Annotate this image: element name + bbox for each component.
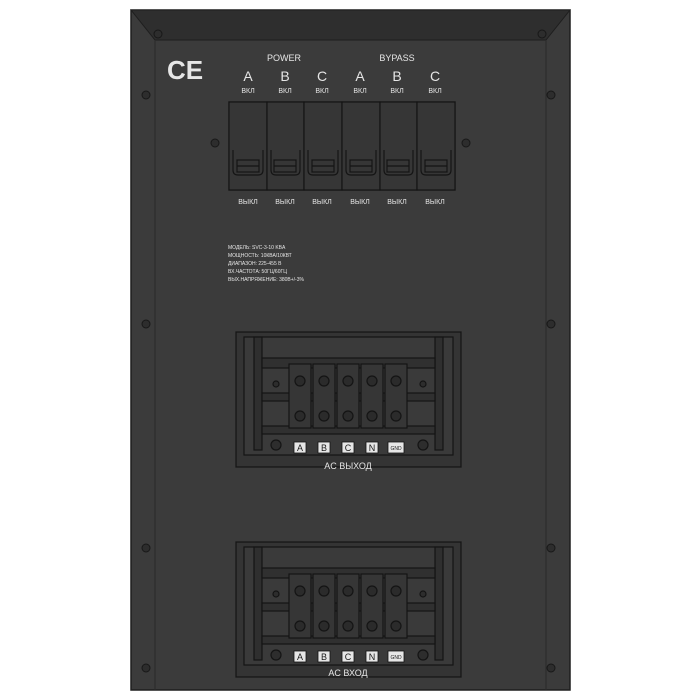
screw-icon (141, 663, 151, 673)
output-terminal-block (235, 331, 462, 468)
phase-label: C (430, 68, 440, 84)
off-label: ВЫКЛ (425, 199, 445, 206)
terminal-screw-icon (390, 410, 402, 422)
off-label: ВЫКЛ (275, 199, 295, 206)
screw-icon (153, 29, 163, 39)
output-caption: AC ВЫХОД (324, 461, 372, 471)
phase-label: B (280, 68, 289, 84)
phase-label: B (392, 68, 401, 84)
screw-icon (417, 439, 429, 451)
terminal-screw-icon (294, 410, 306, 422)
breaker-switch[interactable] (266, 101, 305, 191)
input-caption: AC ВХОД (328, 668, 367, 678)
screw-icon (546, 319, 556, 329)
bypass-heading: BYPASS (379, 53, 414, 63)
terminal-screw-icon (342, 410, 354, 422)
screw-icon (141, 543, 151, 553)
breaker-bank (228, 101, 456, 191)
screw-icon (141, 319, 151, 329)
breaker-switch[interactable] (303, 101, 343, 191)
terminal-screw-icon (318, 410, 330, 422)
spec-line: МОДЕЛЬ: SVC-3-10 KBA (228, 245, 286, 251)
on-label: ВКЛ (241, 88, 255, 95)
screw-icon (419, 380, 427, 388)
screw-icon (270, 439, 282, 451)
terminal-screw-icon (342, 375, 354, 387)
terminal-label: GND (390, 655, 402, 661)
terminal-screw-icon (390, 375, 402, 387)
top-bevel (129, 9, 572, 41)
terminal-screw-icon (390, 585, 402, 597)
output-terminal-labels: A B C N GND (293, 441, 405, 454)
phase-label: A (243, 68, 253, 84)
ce-mark: CE (167, 55, 203, 85)
off-label: ВЫКЛ (350, 199, 370, 206)
screw-icon (270, 649, 282, 661)
terminal-screw-icon (294, 585, 306, 597)
input-terminal-block (235, 541, 462, 678)
terminal-label: GND (390, 446, 402, 452)
terminal-label: A (297, 443, 303, 453)
terminal-screw-icon (342, 620, 354, 632)
on-label: ВКЛ (278, 88, 292, 95)
breaker-switch[interactable] (379, 101, 418, 191)
terminal-label: N (369, 652, 376, 662)
screw-icon (546, 663, 556, 673)
phase-label: C (317, 68, 327, 84)
on-label: ВКЛ (353, 88, 367, 95)
terminal-screw-icon (342, 585, 354, 597)
panel-screws (141, 29, 556, 673)
terminal-screw-icon (366, 620, 378, 632)
off-label: ВЫКЛ (238, 199, 258, 206)
screw-icon (546, 90, 556, 100)
off-labels: ВЫКЛ ВЫКЛ ВЫКЛ ВЫКЛ ВЫКЛ ВЫКЛ (238, 199, 445, 206)
terminal-label: N (369, 443, 376, 453)
screw-icon (419, 590, 427, 598)
terminal-screw-icon (366, 375, 378, 387)
on-label: ВКЛ (390, 88, 404, 95)
spec-line: ДИАПАЗОН: 225-455 В (228, 261, 282, 267)
phase-label: A (355, 68, 365, 84)
screw-icon (546, 543, 556, 553)
screw-icon (272, 380, 280, 388)
screw-icon (537, 29, 547, 39)
power-heading: POWER (267, 53, 302, 63)
screw-icon (461, 138, 471, 148)
terminal-screw-icon (366, 410, 378, 422)
off-label: ВЫКЛ (312, 199, 332, 206)
screw-icon (417, 649, 429, 661)
terminal-label: A (297, 652, 303, 662)
phase-letters: A B C A B C (243, 68, 440, 84)
terminal-label: C (345, 443, 352, 453)
screw-icon (141, 90, 151, 100)
breaker-switch[interactable] (341, 101, 381, 191)
spec-line: МОЩНОСТЬ: 10КВА/10КВТ (228, 253, 292, 259)
terminal-screw-icon (390, 620, 402, 632)
terminal-screw-icon (318, 620, 330, 632)
on-labels: ВКЛ ВКЛ ВКЛ ВКЛ ВКЛ ВКЛ (241, 88, 442, 95)
terminal-label: B (321, 652, 327, 662)
on-label: ВКЛ (428, 88, 442, 95)
terminal-screw-icon (318, 585, 330, 597)
spec-label: МОДЕЛЬ: SVC-3-10 KBA МОЩНОСТЬ: 10КВА/10К… (228, 245, 305, 283)
terminal-label: C (345, 652, 352, 662)
spec-line: ВЫХ.НАПРЯЖЕНИЕ: 380В+/-3% (228, 277, 305, 283)
breaker-switch[interactable] (416, 101, 456, 191)
terminal-screw-icon (366, 585, 378, 597)
terminal-label: B (321, 443, 327, 453)
terminal-screw-icon (318, 375, 330, 387)
spec-line: ВХ.ЧАСТОТА: 50ГЦ/60ГЦ (228, 269, 287, 275)
input-terminal-labels: A B C N GND (293, 650, 405, 663)
breaker-switch[interactable] (228, 101, 268, 191)
off-label: ВЫКЛ (387, 199, 407, 206)
screw-icon (272, 590, 280, 598)
screw-icon (210, 138, 220, 148)
on-label: ВКЛ (315, 88, 329, 95)
terminal-screw-icon (294, 620, 306, 632)
terminal-screw-icon (294, 375, 306, 387)
